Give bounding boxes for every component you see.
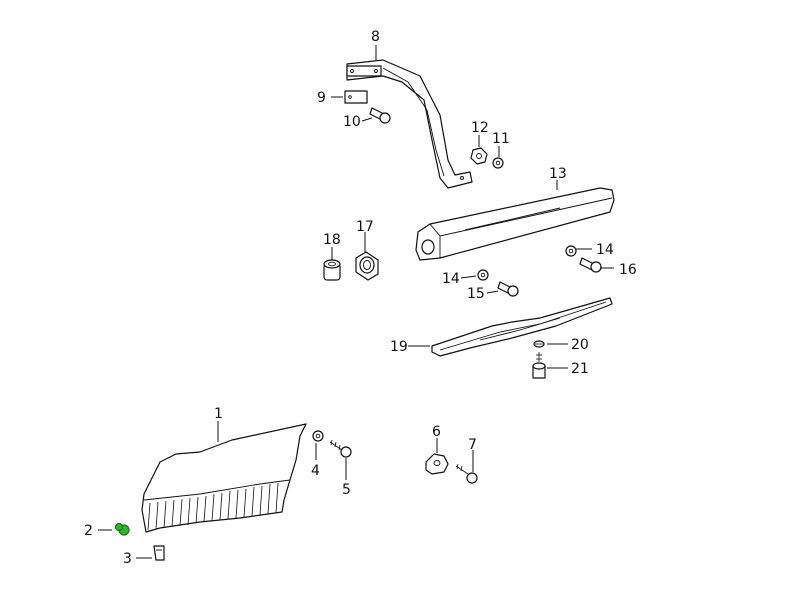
label-16: 16 bbox=[619, 262, 637, 278]
part-14-washer-left[interactable] bbox=[477, 269, 489, 281]
part-13-bumper-bar[interactable] bbox=[415, 187, 615, 261]
part-2-clip-highlighted[interactable] bbox=[114, 522, 130, 536]
part-11-washer[interactable] bbox=[492, 157, 504, 169]
label-4: 4 bbox=[311, 463, 320, 479]
label-20: 20 bbox=[571, 337, 589, 353]
part-1-lower-panel[interactable] bbox=[141, 423, 307, 533]
leader-lines bbox=[98, 45, 614, 559]
label-11: 11 bbox=[492, 131, 510, 147]
part-4-washer[interactable] bbox=[312, 430, 324, 442]
part-6-bumper-pad[interactable] bbox=[425, 453, 449, 475]
label-1: 1 bbox=[214, 406, 223, 422]
label-8: 8 bbox=[371, 29, 380, 45]
label-9: 9 bbox=[317, 90, 326, 106]
part-16-bolt[interactable] bbox=[579, 257, 602, 273]
panel-hatching bbox=[147, 482, 279, 531]
label-12: 12 bbox=[471, 120, 489, 136]
part-9-shim-plate[interactable] bbox=[344, 90, 368, 104]
label-13: 13 bbox=[549, 166, 567, 182]
part-15-bolt[interactable] bbox=[497, 281, 519, 297]
part-5-screw[interactable] bbox=[329, 439, 352, 458]
part-19-bumper-strip[interactable] bbox=[431, 297, 613, 357]
part-10-bolt[interactable] bbox=[369, 107, 391, 124]
part-14-washer-right[interactable] bbox=[565, 245, 577, 257]
part-7-screw[interactable] bbox=[455, 463, 478, 484]
label-7: 7 bbox=[468, 437, 477, 453]
part-18-bushing[interactable] bbox=[323, 259, 341, 281]
label-5: 5 bbox=[342, 482, 351, 498]
part-number-labels: 8 9 10 12 11 13 14 16 14 15 18 17 19 20 … bbox=[84, 29, 637, 567]
label-3: 3 bbox=[123, 551, 132, 567]
label-21: 21 bbox=[571, 361, 589, 377]
part-3-retainer[interactable] bbox=[153, 545, 165, 561]
part-17-grommet[interactable] bbox=[355, 251, 379, 281]
label-2: 2 bbox=[84, 523, 93, 539]
part-20-clip[interactable] bbox=[533, 340, 545, 348]
part-8-bracket-arm[interactable] bbox=[346, 59, 473, 189]
label-19: 19 bbox=[390, 339, 408, 355]
label-10: 10 bbox=[343, 114, 361, 130]
label-6: 6 bbox=[432, 424, 441, 440]
part-21-plug[interactable] bbox=[532, 352, 546, 379]
label-15: 15 bbox=[467, 286, 485, 302]
label-14-left: 14 bbox=[442, 271, 460, 287]
label-17: 17 bbox=[356, 219, 374, 235]
part-12-nut[interactable] bbox=[470, 147, 488, 165]
label-14-right: 14 bbox=[596, 242, 614, 258]
label-18: 18 bbox=[323, 232, 341, 248]
